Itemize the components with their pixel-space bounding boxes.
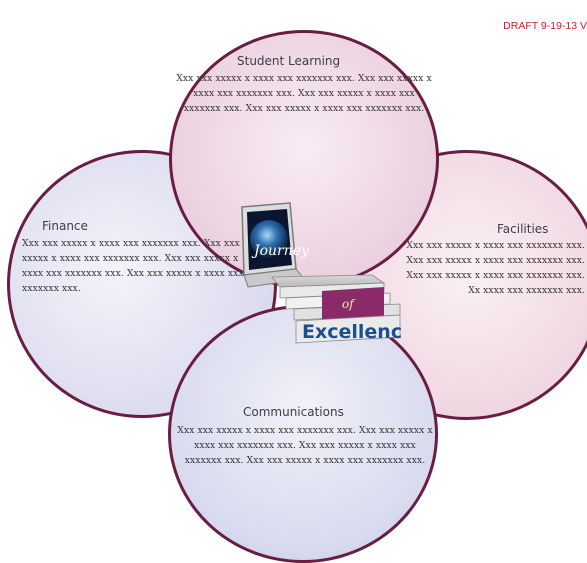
logo-word-excellence: Excellence: [302, 321, 402, 343]
book-stack-icon: of Excellence: [271, 274, 402, 344]
facilities-title: Facilities: [497, 222, 549, 236]
logo-word-journey: Journey: [251, 243, 310, 259]
finance-title: Finance: [42, 219, 88, 233]
laptop-icon: Journey: [241, 202, 310, 288]
student-learning-text: Xxx xxx xxxxx x xxxx xxx xxxxxxx xxx. Xx…: [176, 73, 432, 114]
finance-text: Xxx xxx xxxxx x xxxx xxx xxxxxxx xxx. Xx…: [22, 238, 244, 294]
journey-of-excellence-logo: Journey of Excellence: [241, 202, 402, 344]
draft-label: DRAFT 9-19-13 V: [503, 20, 587, 32]
facilities-text: Xxx xxx xxxxx x xxxx xxx xxxxxxx xxx. Xx…: [406, 240, 585, 296]
communications-text: Xxx xxx xxxxx x xxxx xxx xxxxxxx xxx. Xx…: [177, 425, 433, 466]
communications-title: Communications: [243, 405, 344, 419]
logo-word-of: of: [342, 297, 356, 311]
student-learning-title: Student Learning: [237, 54, 341, 68]
globe-icon: [250, 220, 288, 258]
communications-circle: [168, 305, 438, 563]
